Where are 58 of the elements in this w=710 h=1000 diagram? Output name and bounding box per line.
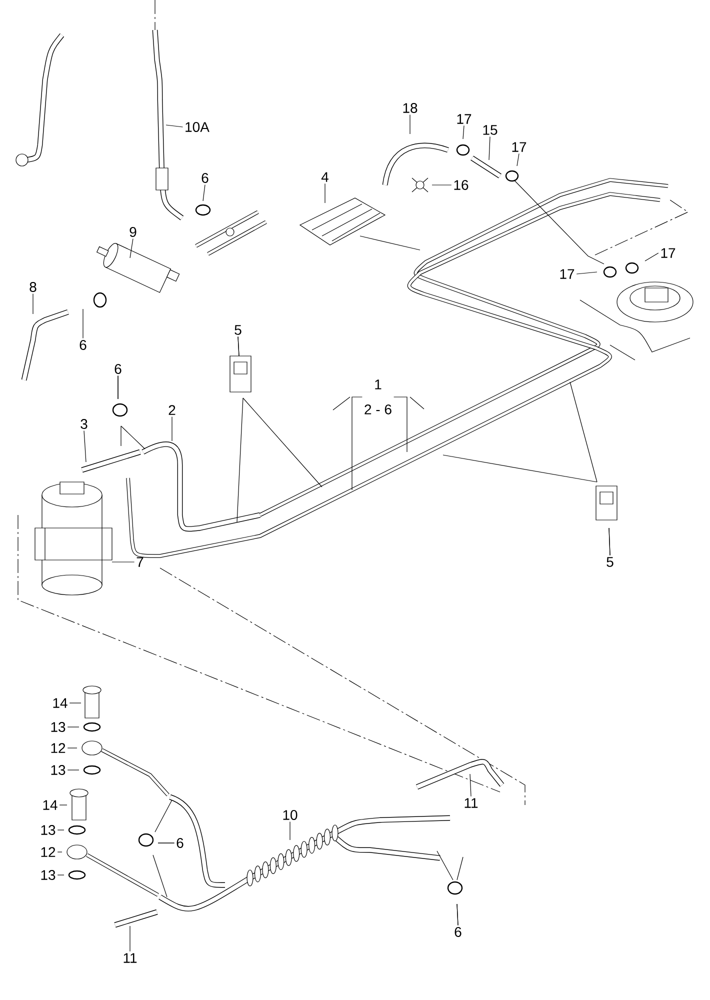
- leader-line: [202, 184, 206, 202]
- callout-number: 13: [51, 765, 66, 775]
- callout-number: 17: [560, 269, 574, 279]
- callout-number: 10A: [186, 122, 210, 132]
- callout-number: 5: [606, 557, 614, 567]
- leader-line: [456, 856, 464, 926]
- leader-line: [69, 702, 82, 704]
- callout-number: 6: [202, 173, 208, 183]
- callout-number: 14: [53, 698, 68, 708]
- callout-number: 1 2 - 6: [364, 380, 392, 414]
- callout-number: 6: [454, 927, 462, 937]
- leader-line: [470, 774, 472, 797]
- callout-number: 6: [176, 838, 184, 848]
- leader-line: [352, 396, 362, 490]
- callout-number: 16: [454, 180, 468, 190]
- callout-number: 8: [30, 282, 36, 292]
- callout-number: 17: [512, 142, 526, 152]
- callout-number: 15: [483, 125, 498, 135]
- callout-number: 17: [457, 114, 472, 124]
- callout-number: 14: [43, 800, 58, 810]
- callout-number: 11: [464, 798, 478, 808]
- leader-line: [576, 272, 598, 274]
- leader-line: [324, 183, 326, 204]
- leader-line: [32, 293, 34, 314]
- leader-line: [432, 184, 452, 186]
- callout-number: 13: [41, 870, 56, 880]
- leader-line: [394, 396, 408, 452]
- leader-line: [57, 874, 64, 876]
- callout-number: 13: [51, 722, 66, 732]
- leader-line: [67, 726, 80, 728]
- leader-line: [488, 136, 490, 160]
- callout-number: 12: [41, 847, 56, 857]
- callout-number: 4: [321, 172, 328, 182]
- leader-line: [130, 238, 134, 258]
- leader-line: [84, 430, 86, 462]
- callout-number: 12: [51, 743, 66, 753]
- leader-line: [82, 308, 84, 339]
- callout-number: 5: [234, 325, 242, 335]
- leader-line: [516, 153, 520, 166]
- callout-number: 2: [168, 405, 176, 415]
- leader-line: [442, 454, 610, 556]
- leader-line: [59, 804, 68, 806]
- leader-line: [152, 842, 175, 898]
- callout-number: 7: [136, 557, 144, 567]
- leader-line: [118, 375, 146, 450]
- callout-number: 6: [114, 364, 122, 374]
- callout-number: 3: [80, 419, 88, 429]
- leader-line: [166, 124, 184, 128]
- callout-number: 18: [403, 103, 418, 113]
- callout-number: 10: [283, 810, 298, 820]
- leader-line: [462, 125, 464, 140]
- leader-line: [238, 336, 322, 488]
- callout-number: 11: [124, 953, 137, 963]
- callout-number: 9: [130, 227, 136, 237]
- leader-line: [644, 252, 659, 262]
- callout-number: 6: [80, 340, 86, 350]
- callout-number: 13: [41, 825, 56, 835]
- callout-number: 17: [661, 248, 676, 258]
